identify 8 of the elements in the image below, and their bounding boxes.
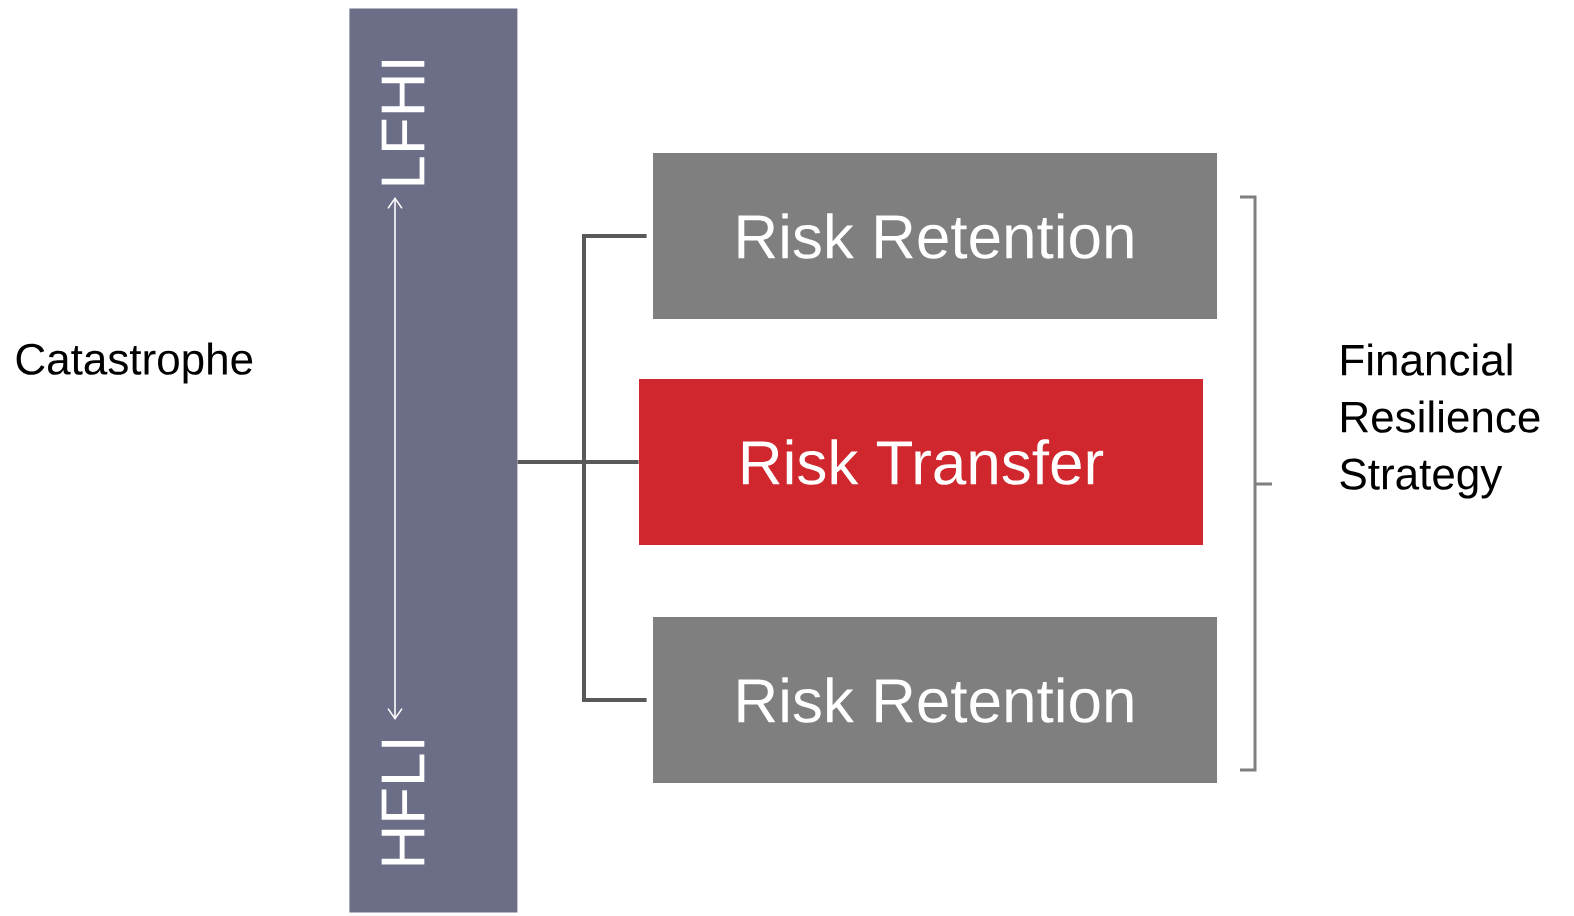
process-box: Risk Transfer <box>639 379 1203 545</box>
scale-label: LFHI <box>381 60 425 185</box>
process-box: Risk Retention <box>653 617 1217 783</box>
scale-label: HFLI <box>381 741 425 865</box>
side-label: Financial Resilience Strategy <box>1340 343 1540 499</box>
connector-line <box>517 460 647 702</box>
process-box: Risk Retention <box>653 153 1217 319</box>
side-label: Catastrophe <box>16 342 253 384</box>
